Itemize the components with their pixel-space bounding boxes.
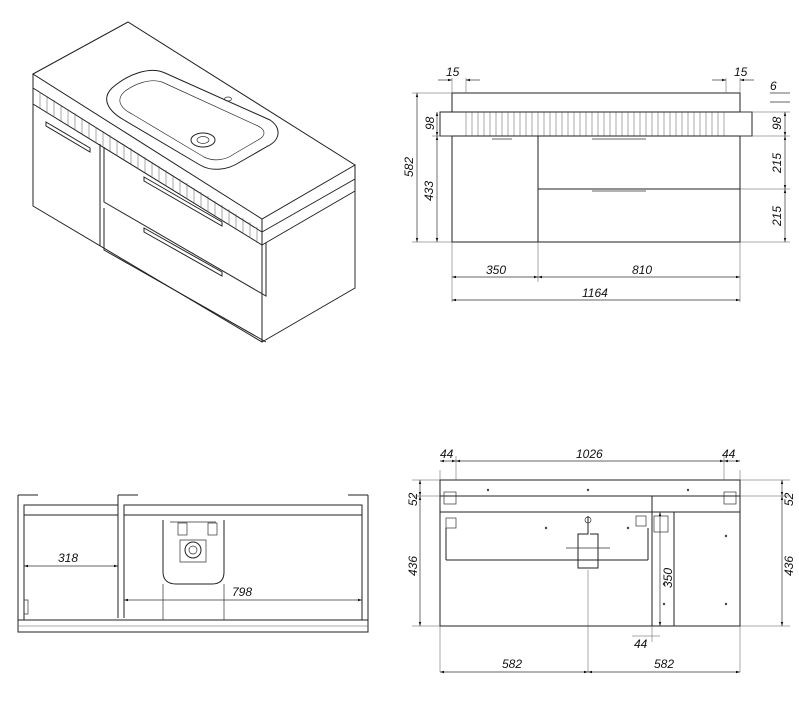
dim-panel-left: 98 <box>423 116 437 130</box>
dim-half-left: 582 <box>502 657 522 671</box>
dim-inner-left: 318 <box>58 551 78 565</box>
dim-height-left: 436 <box>406 556 420 576</box>
drawer-handle-top <box>143 176 223 227</box>
dim-top-offset: 6 <box>770 79 777 93</box>
dim-edge-right: 44 <box>722 447 736 461</box>
dim-inner-width: 798 <box>232 585 252 599</box>
dim-left-section: 350 <box>486 263 506 277</box>
dim-side-gap-right: 15 <box>734 65 748 79</box>
section-dimensions: 318 798 <box>58 551 252 599</box>
front-view <box>412 78 790 302</box>
front-dimensions: 15 15 6 98 98 582 433 215 215 350 810 11… <box>402 65 784 300</box>
dim-total-width: 1164 <box>582 286 608 300</box>
isometric-view <box>32 21 356 343</box>
dim-top-left: 52 <box>406 492 420 506</box>
rear-view <box>412 456 790 674</box>
dim-total-height: 582 <box>402 157 416 177</box>
dim-top-right: 52 <box>782 492 796 506</box>
dim-panel-right: 98 <box>770 116 784 130</box>
dim-mid-height: 350 <box>661 568 675 588</box>
dim-drawer-top: 215 <box>770 153 784 174</box>
fluting-lines <box>39 92 258 243</box>
section-view <box>17 494 369 633</box>
drawer-handle-bottom <box>143 227 223 277</box>
door-handle <box>45 121 91 153</box>
rear-dimensions: 44 1026 44 52 52 436 436 350 44 582 582 <box>406 447 796 671</box>
dim-edge-left: 44 <box>440 447 454 461</box>
dim-right-section: 810 <box>632 263 652 277</box>
dim-bottom-small: 44 <box>634 637 648 651</box>
dim-side-gap-left: 15 <box>446 65 460 79</box>
dim-height-right: 436 <box>782 556 796 576</box>
dim-span: 1026 <box>576 447 603 461</box>
dim-half-right: 582 <box>654 657 674 671</box>
dim-drawer-bottom: 215 <box>770 206 784 227</box>
dim-body-height: 433 <box>422 181 436 201</box>
